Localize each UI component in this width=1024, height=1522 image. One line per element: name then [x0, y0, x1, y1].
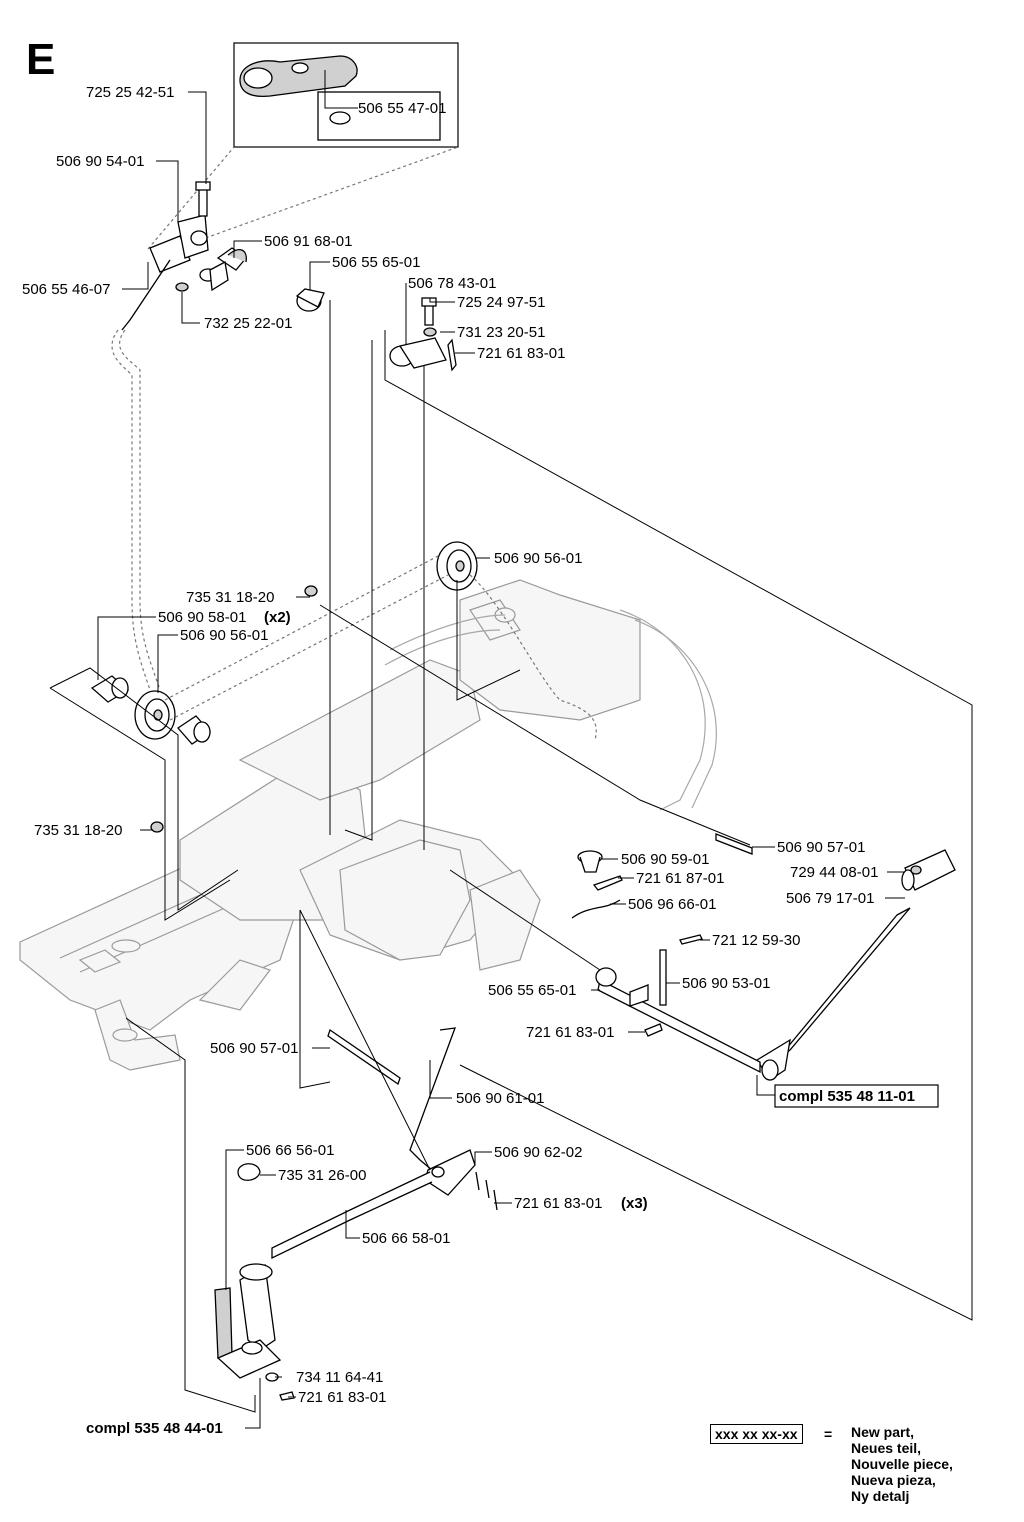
- label-506905401: 506 90 54-01: [56, 153, 144, 170]
- label-506906202: 506 90 62-02: [494, 1144, 582, 1161]
- spacers: [90, 585, 318, 833]
- label-721618301-d: 721 61 83-01: [298, 1389, 386, 1406]
- chassis-frame-ghost: [19, 579, 717, 1071]
- pulley-lower: [134, 690, 176, 740]
- label-506906101: 506 90 61-01: [456, 1090, 544, 1107]
- label-725249751: 725 24 97-51: [457, 294, 545, 311]
- label-compl-535481101: compl 535 48 11-01: [779, 1088, 915, 1105]
- legend-line-sv: Ny detalj: [851, 1488, 910, 1504]
- chain-assembly: [111, 181, 325, 691]
- label-506791701: 506 79 17-01: [786, 890, 874, 907]
- label-506905601-upper: 506 90 56-01: [494, 550, 582, 567]
- label-506905601-lower: 506 90 56-01: [180, 627, 268, 644]
- label-721618301-c: 721 61 83-01: [514, 1195, 602, 1212]
- label-735311820-upper: 735 31 18-20: [186, 589, 274, 606]
- label-506554607: 506 55 46-07: [22, 281, 110, 298]
- label-506966601: 506 96 66-01: [628, 896, 716, 913]
- legend: xxx xx xx-xx = New part, Neues teil, Nou…: [710, 1424, 1010, 1514]
- label-721618701: 721 61 87-01: [636, 870, 724, 887]
- label-721125930: 721 12 59-30: [712, 932, 800, 949]
- label-506665601: 506 66 56-01: [246, 1142, 334, 1159]
- legend-equals: =: [824, 1426, 833, 1442]
- label-506784301: 506 78 43-01: [408, 275, 496, 292]
- right-side-parts: [571, 833, 956, 1081]
- pulley-upper: [436, 541, 478, 591]
- label-735312600: 735 31 26-00: [278, 1167, 366, 1184]
- label-506905801: 506 90 58-01: [158, 609, 246, 626]
- section-letter: E: [26, 35, 55, 84]
- part-labels: 725 25 42-51 506 90 54-01 506 55 46-07 5…: [22, 84, 939, 1437]
- belt-dashes: [164, 554, 449, 721]
- label-506916801: 506 91 68-01: [264, 233, 352, 250]
- legend-line-de: Neues teil,: [851, 1440, 922, 1456]
- legend-line-es: Nueva pieza,: [851, 1472, 936, 1488]
- legend-line-en: New part,: [851, 1424, 915, 1440]
- label-506905701-right: 506 90 57-01: [777, 839, 865, 856]
- label-721618301-b: 721 61 83-01: [526, 1024, 614, 1041]
- detail-inset: [147, 42, 459, 250]
- label-721618301-a: 721 61 83-01: [477, 345, 565, 362]
- label-506554701: 506 55 47-01: [358, 100, 446, 117]
- label-x2: (x2): [264, 609, 291, 626]
- label-732252201: 732 25 22-01: [204, 315, 292, 332]
- label-506665801: 506 66 58-01: [362, 1230, 450, 1247]
- label-506905901: 506 90 59-01: [621, 851, 709, 868]
- legend-line-fr: Nouvelle piece,: [851, 1456, 953, 1472]
- label-506905301: 506 90 53-01: [682, 975, 770, 992]
- leader-lines: [49, 70, 973, 1429]
- label-735311820-lower: 735 31 18-20: [34, 822, 122, 839]
- legend-text: New part, Neues teil, Nouvelle piece, Nu…: [851, 1424, 953, 1504]
- label-729440801: 729 44 08-01: [790, 864, 878, 881]
- lower-linkage: [214, 1027, 498, 1401]
- bracket-assembly: [389, 297, 457, 372]
- label-x3: (x3): [621, 1195, 648, 1212]
- label-506556501-lower: 506 55 65-01: [488, 982, 576, 999]
- legend-code: xxx xx xx-xx: [710, 1424, 803, 1444]
- label-compl-535484401: compl 535 48 44-01: [86, 1420, 223, 1437]
- label-506905701-left: 506 90 57-01: [210, 1040, 298, 1057]
- label-734116441: 734 11 64-41: [296, 1369, 383, 1386]
- compl-535481101-box: [774, 1084, 939, 1108]
- label-506556501-upper: 506 55 65-01: [332, 254, 420, 271]
- label-731232051: 731 23 20-51: [457, 324, 545, 341]
- label-725254251: 725 25 42-51: [86, 84, 174, 101]
